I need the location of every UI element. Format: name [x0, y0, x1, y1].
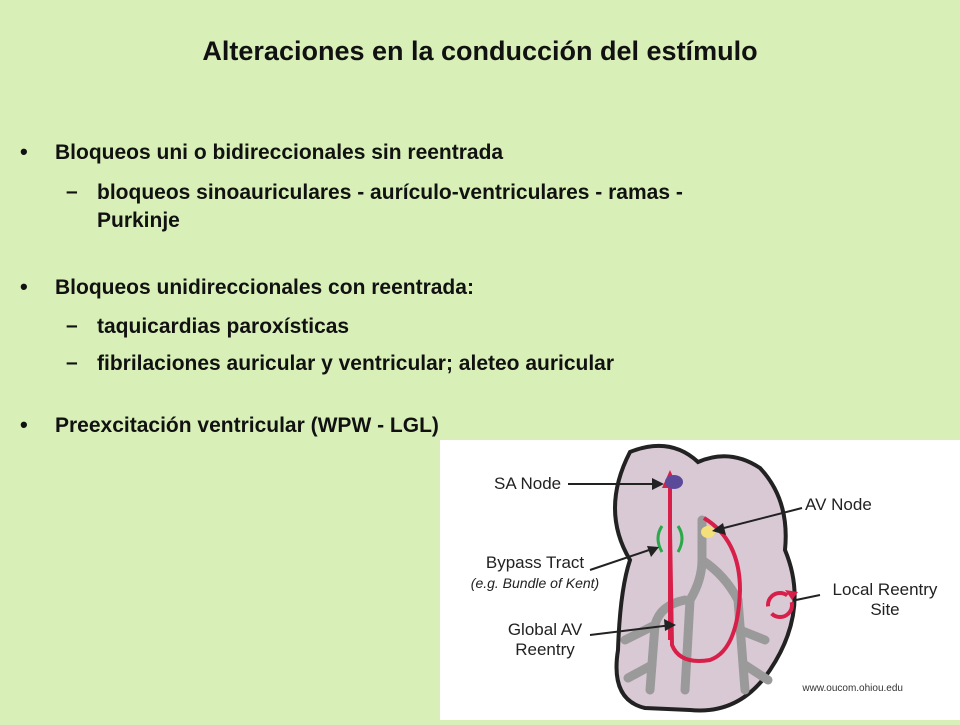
pointer-lines [568, 483, 821, 636]
pointer-arrowheads [647, 478, 726, 631]
bypass-tract-example: (e.g. Bundle of Kent) [470, 575, 600, 591]
bypass-tract-marks [656, 525, 684, 553]
dash-marker: – [66, 351, 78, 374]
sub-bullet-1-1: bloqueos sinoauriculares - aurículo-vent… [97, 181, 683, 204]
global-reentry-text: Global AV [507, 620, 583, 639]
av-node-label: AV Node [805, 495, 872, 514]
sa-node-label: SA Node [494, 474, 562, 493]
global-reentry-subtext: Reentry [515, 640, 575, 659]
bullet-text-3: Preexcitación ventricular (WPW - LGL) [55, 414, 439, 437]
bullet-text-2: Bloqueos unidireccionales con reentrada: [55, 276, 474, 299]
slide-title: Alteraciones en la conducción del estímu… [202, 36, 758, 66]
heart-conduction-figure: SA Node AV Node Bypass Tract (e.g. Bundl… [440, 440, 960, 720]
sub-bullet-2-1: taquicardias paroxísticas [97, 315, 350, 338]
figure-credit: www.oucom.ohiou.edu [802, 683, 903, 694]
heart-outline [613, 444, 797, 713]
sub-bullet-1-2: Purkinje [97, 209, 180, 232]
bullet-marker: • [20, 412, 28, 437]
bullet-text-1: Bloqueos uni o bidireccionales sin reent… [55, 141, 504, 164]
dash-marker: – [66, 314, 78, 337]
bullet-marker: • [20, 274, 28, 299]
bypass-tract-text: Bypass Tract [485, 553, 585, 572]
dash-marker: – [66, 180, 78, 203]
global-reentry-label: Global AV Reentry [490, 620, 600, 660]
av-node [701, 526, 715, 538]
local-reentry-circle [766, 590, 798, 619]
bullet-marker: • [20, 139, 28, 164]
global-reentry-path [668, 516, 743, 663]
bypass-tract-label: Bypass Tract (e.g. Bundle of Kent) [450, 553, 620, 593]
local-reentry-text: Local Reentry [832, 580, 938, 599]
sa-node [665, 475, 683, 489]
local-reentry-label: Local Reentry Site [810, 580, 960, 620]
sub-bullet-2-2: fibrilaciones auricular y ventricular; a… [97, 352, 615, 375]
local-reentry-site-text: Site [870, 600, 900, 619]
heart-diagram [568, 444, 821, 713]
